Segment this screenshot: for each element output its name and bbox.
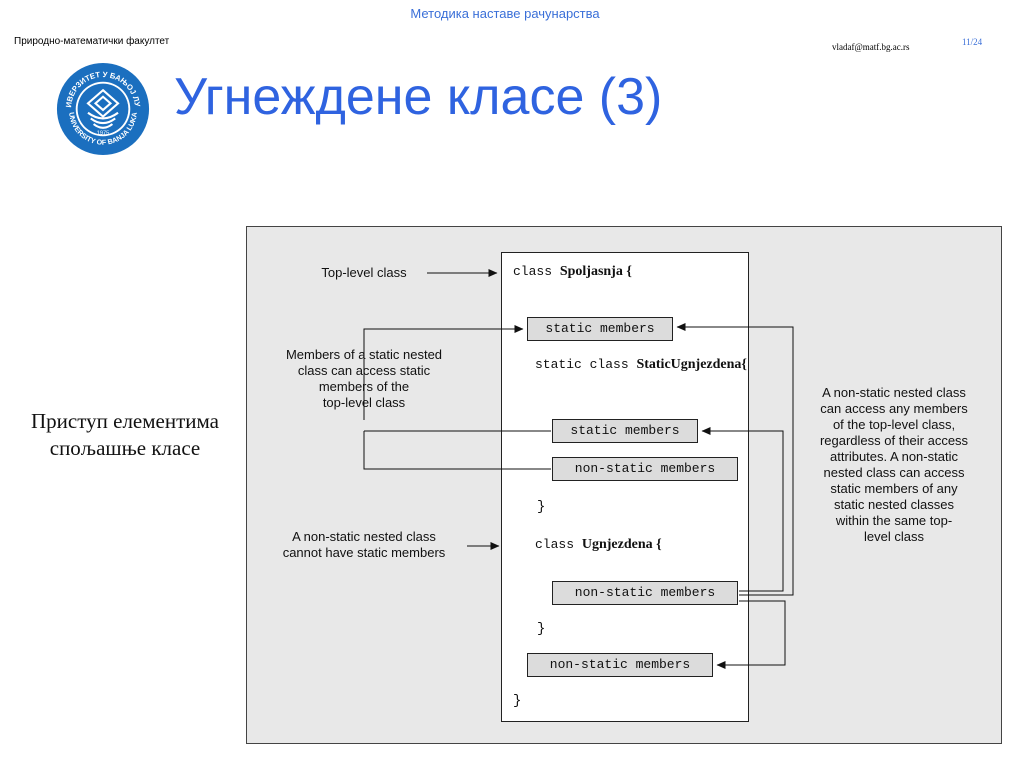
logo-emblem-icon <box>86 88 120 129</box>
inner-class-close-brace: } <box>537 621 546 637</box>
course-title: Методика наставе рачунарства <box>410 6 600 21</box>
annotation-no-static-members: A non-static nested class cannot have st… <box>282 529 446 560</box>
outer-class-declaration: class Spoljasnja { <box>513 264 632 279</box>
logo-year: 1975 <box>97 130 110 136</box>
inner-class-declaration: class Ugnjezdena { <box>535 537 662 552</box>
inner-nonstatic-members-box: non-static members <box>552 581 738 605</box>
outer-class-close-brace: } <box>513 693 522 709</box>
line-nested-nonstatic <box>363 431 551 470</box>
annotation-nonstatic-access: A non-static nested class can access any… <box>819 385 969 544</box>
outer-nonstatic-members-box: non-static members <box>527 653 713 677</box>
static-nested-class-declaration: static class StaticUgnjezdena{ <box>535 357 747 372</box>
nested-static-members-box: static members <box>552 419 698 443</box>
annotation-top-level-class: Top-level class <box>321 265 407 280</box>
slide-title: Угнеждене класе (3) <box>174 68 663 126</box>
static-nested-close-brace: } <box>537 499 546 515</box>
diagram-connectors <box>363 269 794 669</box>
nested-nonstatic-members-box: non-static members <box>552 457 738 481</box>
nested-class-diagram: class Spoljasnja { static class StaticUg… <box>246 226 1002 744</box>
side-caption: Приступ елементима спољашње класе <box>10 408 240 462</box>
arrow-inner-to-nested-static <box>701 427 784 592</box>
outer-static-members-box: static members <box>527 317 673 341</box>
side-caption-line-1: Приступ елементима <box>31 409 219 433</box>
arrow-inner-to-outer-static <box>676 323 794 596</box>
author-email: vladaf@matf.bg.ac.rs <box>832 42 910 52</box>
side-caption-line-2: спољашње класе <box>49 436 201 460</box>
arrow-static-access <box>363 325 524 420</box>
faculty-name: Природно-математички факултет <box>14 36 170 47</box>
arrow-inner-to-outer-nonstatic <box>716 600 786 669</box>
university-logo: УНИВЕРЗИТЕТ У БАЊОЈ ЛУЦИ UNIVERSITY OF B… <box>56 62 150 156</box>
page-number: 11/24 <box>962 37 983 47</box>
annotation-static-access: Members of a static nested class can acc… <box>285 347 443 410</box>
